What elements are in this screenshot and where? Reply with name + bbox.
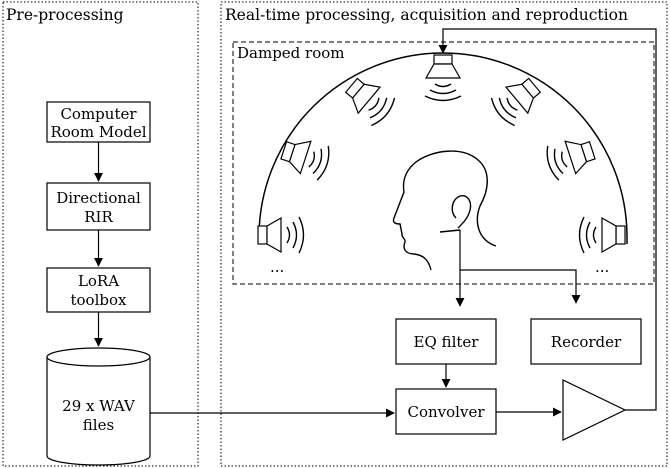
loudspeaker-lower-right-icon bbox=[578, 216, 626, 254]
eq-filter-block bbox=[395, 318, 497, 365]
wav-files-storage-icon bbox=[46, 347, 151, 466]
computer-room-model-line1: Computer bbox=[60, 105, 137, 123]
recorder-label: Recorder bbox=[551, 333, 622, 351]
convolver-label: Convolver bbox=[408, 403, 486, 421]
loudspeaker-lower-left-icon bbox=[257, 216, 305, 254]
realtime-title: Real-time processing, acquisition and re… bbox=[225, 6, 628, 24]
loudspeaker-top-icon bbox=[424, 54, 462, 102]
damped-room-title: Damped room bbox=[237, 44, 345, 62]
directional-rir-line1: Directional bbox=[56, 189, 141, 207]
loudspeaker-mid-right-icon bbox=[542, 133, 599, 183]
lora-toolbox-line1: LoRA bbox=[78, 272, 119, 290]
listener-head-icon bbox=[392, 150, 497, 271]
eq-filter-label: EQ filter bbox=[414, 333, 480, 351]
amplifier-icon bbox=[562, 379, 627, 441]
convolver-block bbox=[395, 388, 497, 435]
wav-files-line2: files bbox=[83, 416, 114, 434]
loudspeaker-upper-right-icon bbox=[487, 71, 547, 130]
amp-feedback-line bbox=[438, 28, 657, 411]
mic-line bbox=[459, 230, 581, 304]
preprocessing-frame bbox=[2, 1, 199, 467]
computer-room-model-line2: Room Model bbox=[50, 123, 146, 141]
recorder-block bbox=[530, 318, 642, 365]
wav-files-line1: 29 x WAV bbox=[62, 397, 136, 415]
ellipsis-right: ... bbox=[595, 258, 609, 276]
loudspeaker-upper-left-icon bbox=[339, 71, 399, 130]
ellipsis-left: ... bbox=[270, 258, 284, 276]
directional-rir-line2: RIR bbox=[84, 208, 113, 226]
lora-toolbox-line2: toolbox bbox=[71, 291, 128, 309]
preprocessing-title: Pre-processing bbox=[6, 6, 124, 24]
